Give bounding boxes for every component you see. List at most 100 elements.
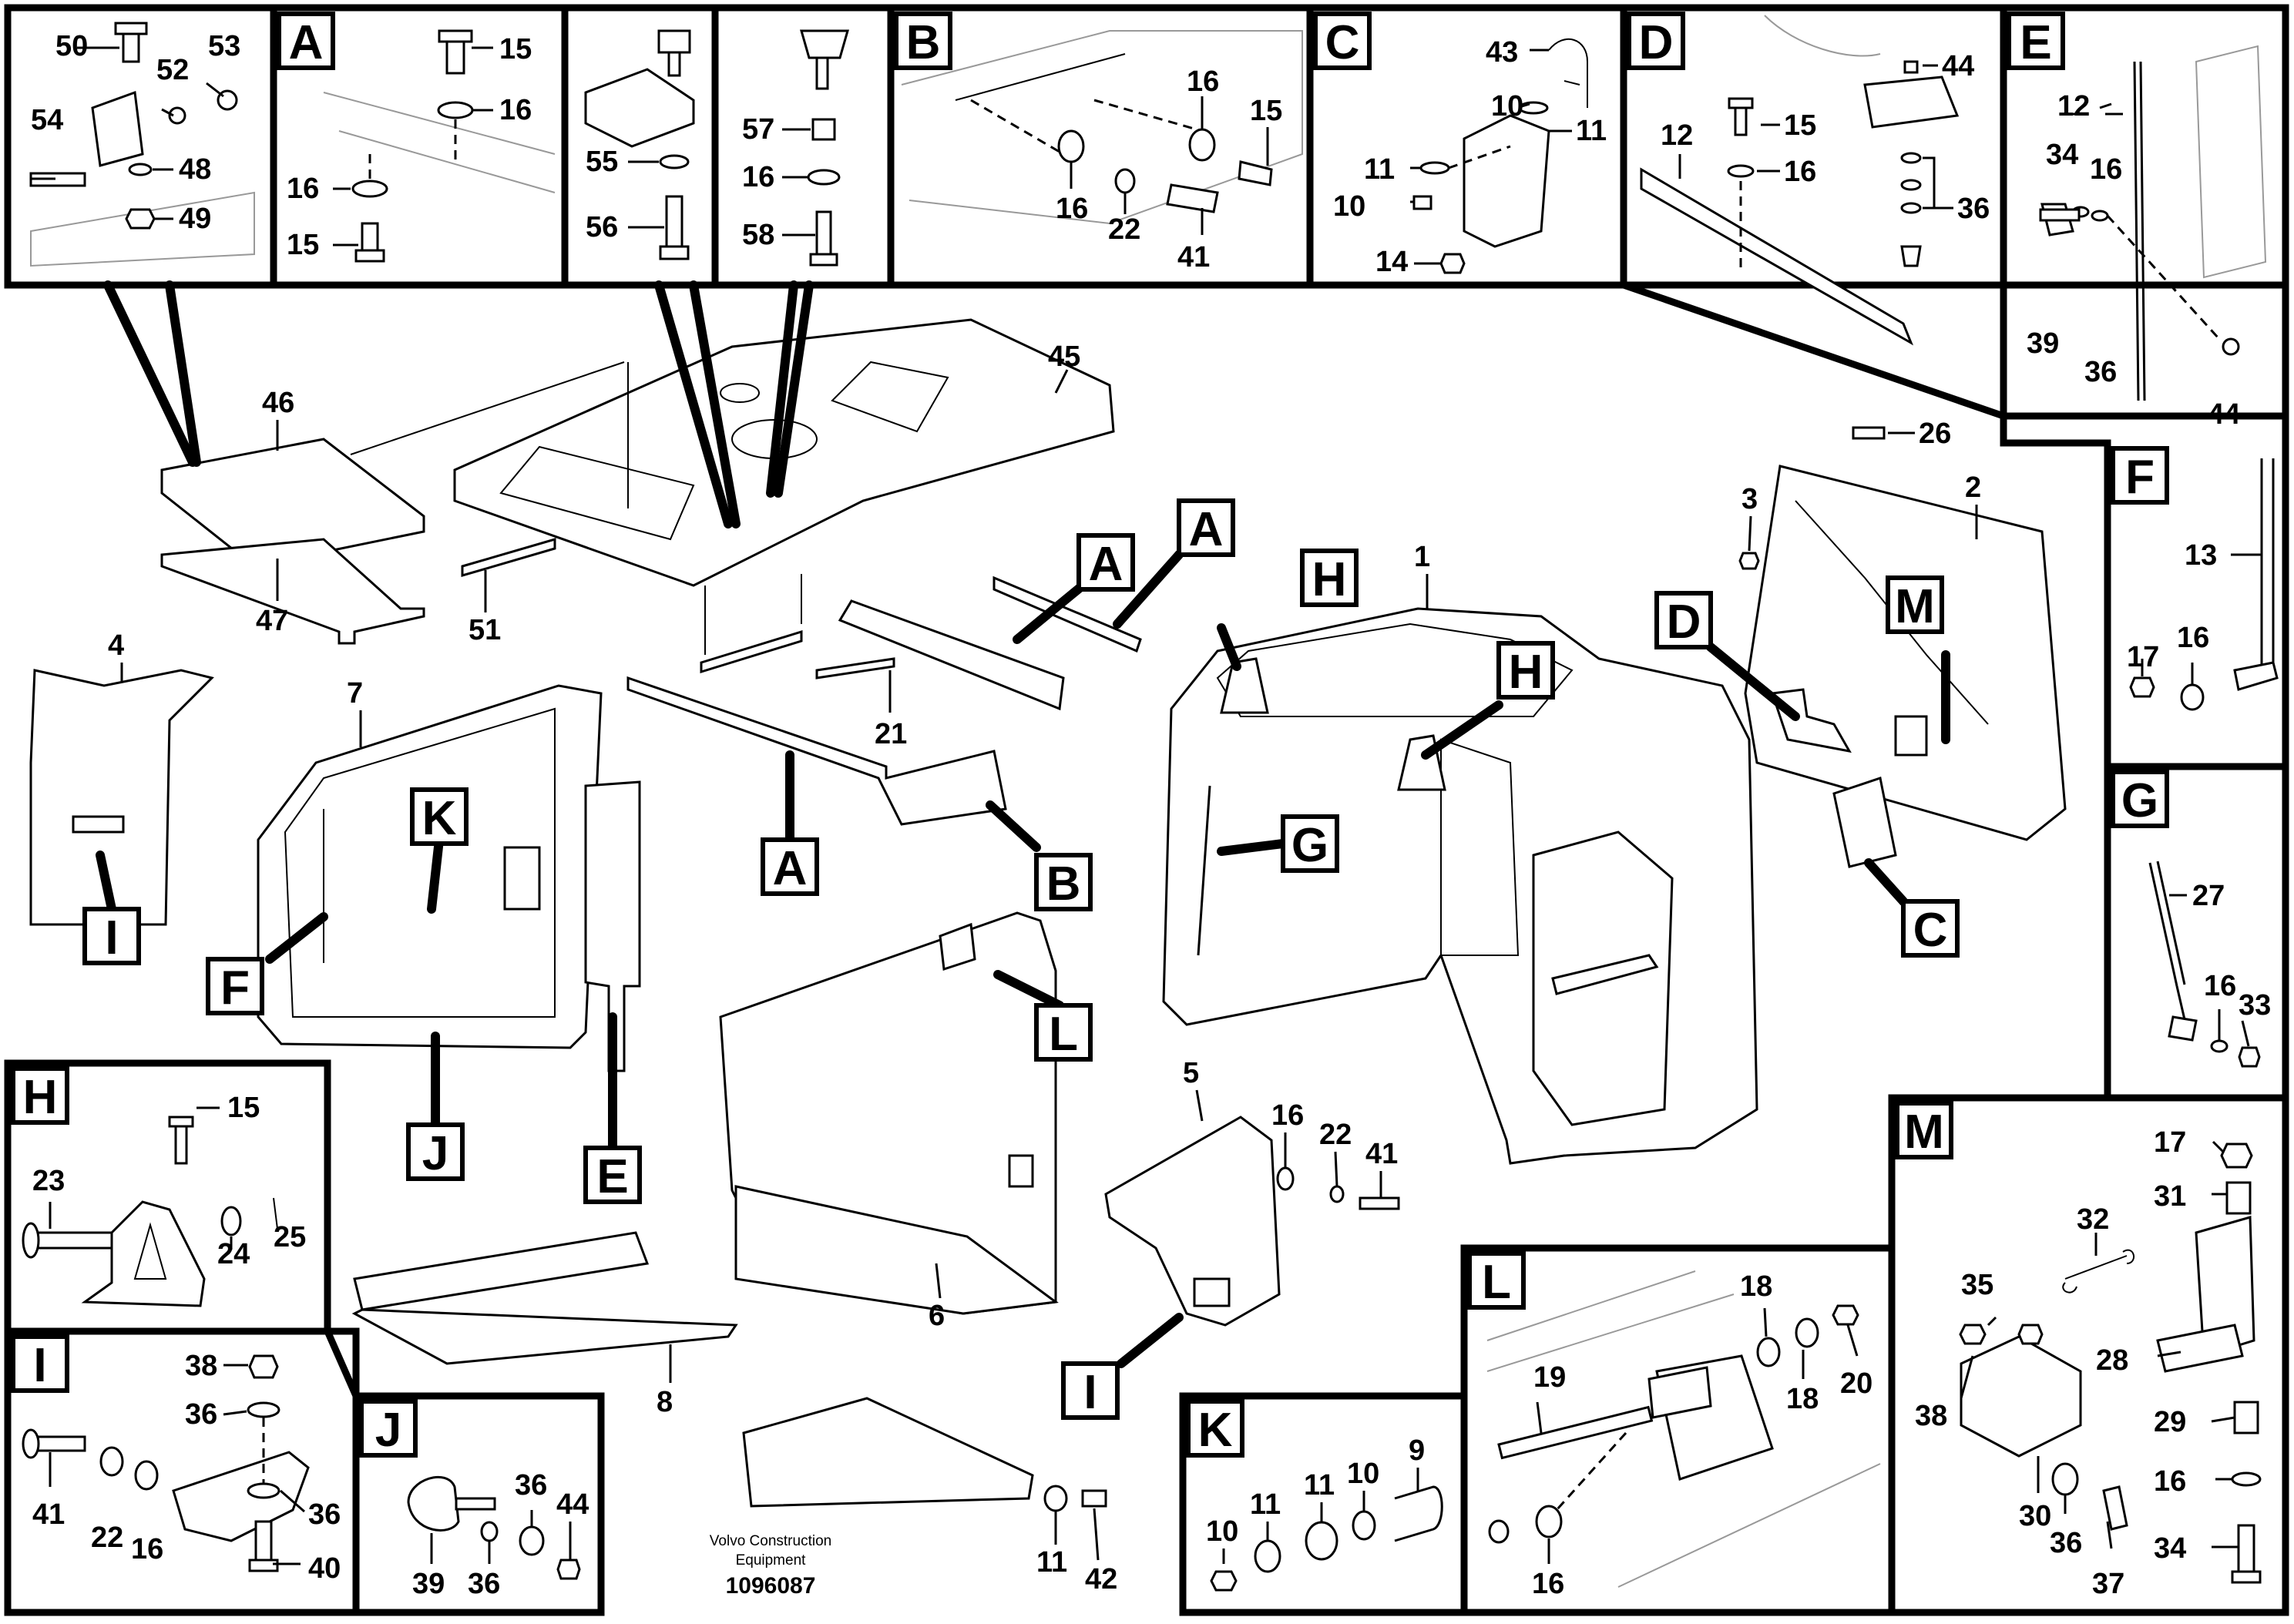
part-leaders: [120, 369, 1978, 1561]
inset-letter-boxes: A B C D E F G H I J K L M: [11, 12, 2169, 1458]
side-wall-panel: [29, 669, 214, 926]
callout-H-1: H: [1312, 553, 1347, 606]
inset-A-bolts: [323, 29, 556, 263]
part-number: 13: [2185, 539, 2217, 572]
mount-bracket: [1104, 1116, 1281, 1327]
main-assembly: [29, 318, 2067, 1512]
inset-label-F: F: [2125, 451, 2155, 504]
part-number: 38: [185, 1350, 217, 1382]
part-number: 15: [499, 33, 532, 65]
lower-bracket: [742, 1397, 1034, 1508]
part-number: 36: [185, 1398, 217, 1431]
part-number: 32: [2077, 1203, 2109, 1236]
part-number: 53: [208, 30, 240, 62]
part-number: 39: [412, 1568, 445, 1600]
part-numbers: 50 52 53 54 48 49 15 16 16 15 55 56 57 1…: [31, 30, 2271, 1600]
part-number: 34: [2046, 139, 2078, 171]
main-callout-boxes: A A A B C D E F G H H I I J K L M: [82, 498, 1960, 1420]
part-number: 17: [2127, 641, 2159, 673]
callout-L: L: [1049, 1008, 1078, 1061]
part-number: 11: [1364, 153, 1395, 186]
part-number: 16: [131, 1533, 163, 1565]
part-number: 18: [1740, 1270, 1772, 1303]
part-number: 38: [1915, 1400, 1947, 1432]
part-number: 24: [217, 1238, 250, 1270]
part-number: 36: [308, 1498, 341, 1531]
part-number: 25: [274, 1221, 306, 1253]
footer-block: Volvo Construction Equipment 1096087: [710, 1533, 831, 1599]
floor-plate: [353, 1231, 650, 1311]
part-number: 17: [2154, 1126, 2186, 1159]
seal-strip-47: [160, 538, 425, 645]
callout-M: M: [1895, 580, 1935, 633]
part-number: 31: [2154, 1180, 2186, 1213]
part-number: 22: [1108, 213, 1140, 246]
part-number: 16: [1187, 65, 1219, 98]
inset-F-strut: [2129, 458, 2279, 711]
part-number: 47: [256, 605, 288, 637]
part-number: 28: [2096, 1344, 2128, 1377]
inset-label-I: I: [33, 1339, 46, 1392]
callout-leaders: [96, 280, 1950, 1368]
part-number: 16: [1532, 1568, 1564, 1600]
part-number: 54: [31, 104, 63, 136]
inset-pad-mount: [782, 29, 849, 267]
part-number: 36: [2050, 1527, 2082, 1559]
part-number: 15: [1784, 109, 1816, 142]
part-number: 35: [1961, 1269, 1993, 1301]
part-number: 10: [1333, 190, 1365, 223]
access-lid: [160, 438, 425, 568]
part-number: 43: [1486, 36, 1518, 69]
part-number: 37: [2092, 1568, 2124, 1600]
part-number: 5: [1183, 1057, 1199, 1089]
part-number: 41: [32, 1498, 65, 1531]
inset-label-L: L: [1482, 1256, 1511, 1309]
callout-D: D: [1667, 596, 1701, 649]
part-number: 18: [1786, 1383, 1819, 1415]
inset-hinge-bracket: [29, 22, 255, 267]
callout-A-2: A: [1189, 503, 1224, 556]
inset-label-B: B: [906, 16, 941, 69]
part-number: 16: [1271, 1099, 1304, 1132]
rail-channel: [838, 599, 1065, 711]
part-number: 41: [1365, 1138, 1398, 1170]
part-number: 1: [1414, 541, 1430, 573]
part-number: 11: [1576, 115, 1607, 147]
part-number: 10: [1491, 90, 1523, 122]
inset-label-A: A: [289, 16, 324, 69]
rear-post-panel: [584, 780, 641, 1072]
callout-A-1: A: [1089, 538, 1123, 591]
part-number: 41: [1177, 241, 1210, 273]
inset-G-strut: [2148, 861, 2261, 1068]
inset-J-bumper: [407, 1475, 581, 1580]
inset-L-hinge: [1486, 1270, 1881, 1588]
seal-strip-51: [461, 538, 556, 577]
cab-door: [1744, 465, 2067, 841]
part-number: 11: [1304, 1469, 1335, 1502]
part-number: 36: [515, 1469, 547, 1502]
roof-rail-bracket: [626, 676, 1007, 826]
part-number: 9: [1409, 1434, 1425, 1467]
part-number: 29: [2154, 1406, 2186, 1438]
part-number: 39: [2027, 327, 2059, 360]
part-number: 22: [1319, 1119, 1352, 1151]
part-number: 21: [875, 718, 907, 750]
part-number: 57: [742, 113, 774, 146]
part-number: 11: [1250, 1488, 1281, 1521]
inset-label-G: G: [2121, 774, 2158, 827]
part-number: 36: [1957, 193, 1990, 225]
part-number: 8: [657, 1386, 673, 1418]
part-number: 50: [55, 30, 88, 62]
part-number: 23: [32, 1165, 65, 1197]
inset-K-washers: [1210, 1468, 1443, 1592]
part-number: 15: [287, 229, 319, 261]
callout-G: G: [1291, 819, 1328, 872]
part-number: 36: [2084, 356, 2117, 388]
callout-I-2: I: [1083, 1366, 1097, 1419]
part-number: 3: [1741, 483, 1758, 515]
part-number: 6: [929, 1300, 945, 1332]
callout-H-2: H: [1509, 646, 1543, 699]
part-number: 15: [1250, 95, 1282, 127]
